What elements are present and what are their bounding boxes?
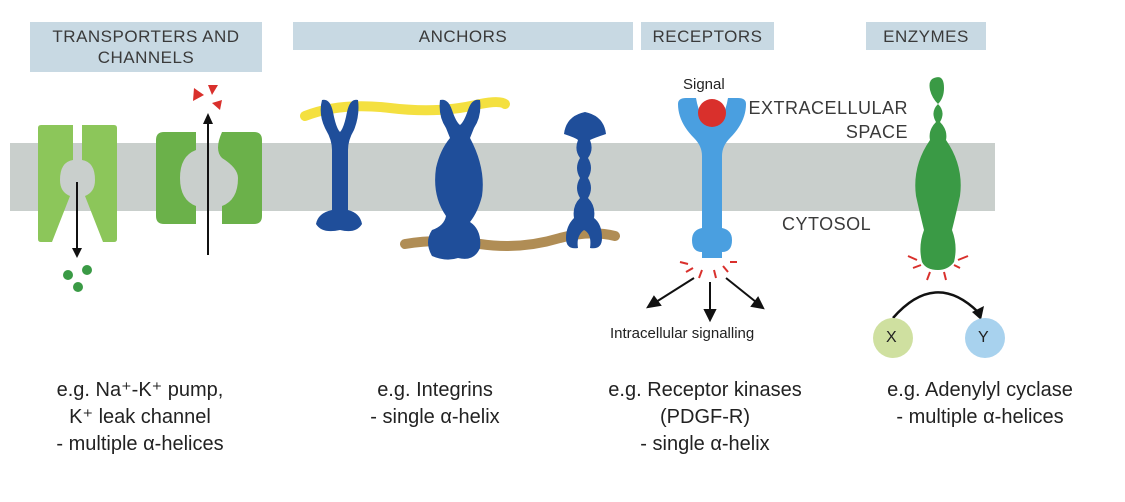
yellow-fiber [300, 97, 510, 121]
signal-label: Signal [683, 76, 725, 93]
signal-molecule [698, 99, 726, 127]
x-label: X [886, 329, 897, 346]
anchor-protein-1 [316, 99, 362, 232]
activation-dashes-receptor [679, 261, 737, 279]
x-circle [873, 318, 913, 358]
receptor-protein [678, 98, 746, 258]
signal-arrows [646, 277, 765, 323]
anchor-protein-2 [428, 99, 483, 260]
header-anchors: ANCHORS [293, 22, 633, 50]
caption-anchors: e.g. Integrins - single α-helix [370, 379, 500, 428]
header-receptors: RECEPTORS [641, 22, 774, 50]
down-arrow-icon [72, 182, 82, 258]
header-transporters: TRANSPORTERS AND CHANNELS [30, 22, 262, 72]
caption-enzymes: e.g. Adenylyl cyclase - multiple α-helic… [887, 379, 1073, 428]
intracellular-label: Intracellular signalling [610, 325, 755, 342]
anchor-protein-3 [564, 112, 606, 249]
ion-dots [63, 265, 92, 292]
up-arrow-icon [203, 113, 213, 255]
caption-receptors: e.g. Receptor kinases (PDGF-R) - single … [608, 379, 802, 455]
header-enzymes: ENZYMES [866, 22, 986, 50]
cytosol-label: CYTOSOL [782, 214, 872, 234]
curved-arrow-icon [892, 291, 984, 320]
y-circle [965, 318, 1005, 358]
enzyme-protein [915, 77, 961, 270]
transporter-pump [38, 125, 117, 242]
red-triangles [193, 85, 222, 110]
caption-transporters: e.g. Na⁺-K⁺ pump, K⁺ leak channel - mult… [56, 379, 224, 455]
extracellular-label: EXTRACELLULAR SPACE [748, 98, 908, 142]
activation-dashes-enzyme [907, 255, 969, 281]
transporter-channel [156, 132, 262, 224]
y-label: Y [978, 329, 989, 346]
